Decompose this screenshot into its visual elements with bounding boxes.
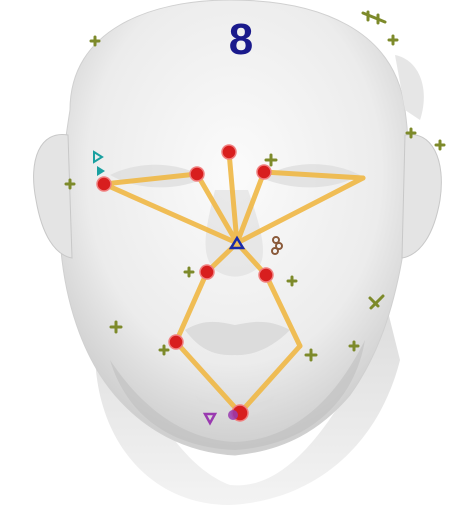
landmark-point [257, 165, 271, 179]
purple-marker [228, 410, 238, 420]
landmark-point [97, 177, 111, 191]
landmark-point [190, 167, 204, 181]
landmark-point [222, 145, 236, 159]
cross-marker [436, 141, 444, 149]
left-ear [34, 134, 72, 258]
figure-label: 8 [196, 18, 286, 62]
right-ear [402, 134, 441, 258]
cross-marker [363, 12, 385, 23]
cross-marker [389, 36, 397, 44]
landmark-point [200, 265, 214, 279]
landmark-point [169, 335, 183, 349]
landmark-point [259, 268, 273, 282]
